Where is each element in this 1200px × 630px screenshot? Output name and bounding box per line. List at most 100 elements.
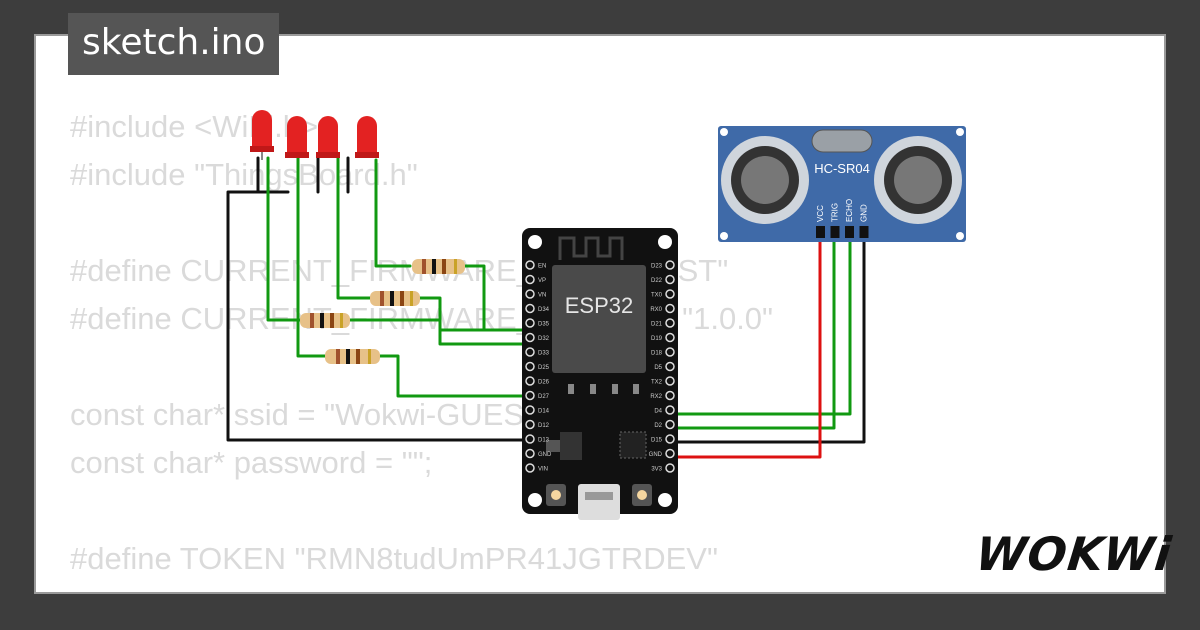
- sensor-pin-label: VCC: [816, 205, 825, 222]
- esp32-pin-label: TX2: [651, 380, 663, 386]
- sensor-label: HC-SR04: [814, 161, 870, 176]
- esp32-pin-label: D19: [651, 336, 663, 342]
- esp32-pin-label: D18: [651, 351, 663, 357]
- sensor-pin-header: VCC TRIG ECHO GND: [816, 199, 869, 238]
- led-1: [250, 110, 274, 160]
- esp32-pin[interactable]: [665, 289, 675, 299]
- esp32-pin[interactable]: [525, 419, 535, 430]
- esp32-pin-label: RX2: [650, 394, 662, 400]
- esp32-pin-label: GND: [649, 452, 663, 458]
- esp32-pin[interactable]: [525, 361, 535, 372]
- esp32-pin[interactable]: [525, 289, 535, 299]
- esp32-pin-label: TX0: [651, 293, 663, 299]
- esp32-pin-label: D22: [651, 278, 663, 284]
- esp32-pin[interactable]: [525, 405, 535, 415]
- esp32-pin[interactable]: [665, 318, 675, 328]
- sensor-pin-label: ECHO: [845, 199, 854, 222]
- esp32-pin[interactable]: [525, 318, 535, 328]
- led-array[interactable]: [250, 110, 379, 160]
- wire-led2: [296, 156, 327, 358]
- esp32-pin-label: D25: [538, 365, 550, 371]
- esp32-pin[interactable]: [525, 376, 535, 386]
- esp32-pin-label: GND: [538, 452, 552, 458]
- esp32-pin[interactable]: [665, 303, 675, 314]
- esp32-pin-label: D34: [538, 307, 550, 313]
- esp32-pin-label: D33: [538, 351, 550, 357]
- esp32-pin-label: D12: [538, 423, 550, 429]
- esp32-pin[interactable]: [525, 303, 535, 314]
- wire-vcc: [668, 234, 822, 459]
- esp32-pin[interactable]: [525, 260, 535, 270]
- wire-r4: [463, 264, 532, 332]
- esp32-pin[interactable]: [665, 390, 675, 401]
- code-line: #include "ThingsBoard.h": [70, 157, 418, 192]
- esp32-pin[interactable]: [525, 274, 535, 285]
- esp32-pin[interactable]: [525, 390, 535, 401]
- resistor-1: [300, 313, 350, 328]
- esp32-pin[interactable]: [665, 434, 675, 444]
- esp32-pin-label: D26: [538, 380, 550, 386]
- esp32-label: ESP32: [565, 293, 634, 318]
- resistors[interactable]: [300, 259, 465, 364]
- esp32-pin-label: D2: [654, 423, 662, 429]
- wire-led4: [374, 158, 412, 268]
- esp32-pin[interactable]: [665, 332, 675, 343]
- sensor-pin[interactable]: [830, 226, 840, 238]
- esp32-pin[interactable]: [665, 448, 675, 459]
- esp32-pin-label: D5: [654, 365, 662, 371]
- esp32-pin[interactable]: [665, 405, 675, 415]
- sensor-pin[interactable]: [859, 226, 869, 238]
- wire-led1: [266, 156, 302, 322]
- esp32-pin-label: D27: [538, 394, 550, 400]
- esp32-pin-label: D23: [651, 264, 663, 270]
- hc-sr04-sensor[interactable]: HC-SR04 VCC TRIG ECHO GND: [718, 126, 966, 242]
- esp32-pin[interactable]: [525, 463, 535, 473]
- code-line: #define TOKEN "RMN8tudUmPR41JGTRDEV": [70, 541, 718, 576]
- esp32-pin-label: D4: [654, 409, 662, 415]
- esp32-pin-label: D32: [538, 336, 550, 342]
- sensor-pin[interactable]: [845, 226, 854, 238]
- esp32-pin-label: D14: [538, 409, 550, 415]
- esp32-pin[interactable]: [525, 448, 535, 459]
- esp32-pin-label: D13: [538, 438, 550, 444]
- sensor-pin[interactable]: [816, 226, 825, 238]
- esp32-pin[interactable]: [525, 347, 535, 357]
- wire-r3: [418, 296, 532, 332]
- esp32-pin-label: EN: [538, 264, 546, 270]
- wire-r1: [348, 318, 532, 346]
- esp32-pin[interactable]: [665, 274, 675, 285]
- wire-r2: [378, 354, 532, 398]
- esp32-pin-label: VN: [538, 293, 546, 299]
- esp32-pin-label: D15: [651, 438, 663, 444]
- esp32-right-header: D23D22TX0RX0D21D19D18D5TX2RX2D4D2D15GND3…: [649, 260, 675, 473]
- sensor-pin-label: GND: [860, 204, 869, 222]
- esp32-pin-label: RX0: [650, 307, 662, 313]
- esp32-pin-label: D35: [538, 322, 550, 328]
- esp32-board[interactable]: ESP32 ENVPVND34D35D32D33D25D26D27D14D12D…: [522, 228, 678, 520]
- esp32-pin[interactable]: [525, 434, 535, 444]
- code-line: const char* password = "";: [70, 445, 433, 480]
- esp32-pin[interactable]: [665, 260, 675, 270]
- resistor-3: [370, 291, 420, 306]
- sensor-pin-label: TRIG: [831, 203, 840, 222]
- wire-trig: [668, 234, 852, 416]
- wire-led3: [336, 156, 372, 300]
- esp32-pin-label: D21: [651, 322, 663, 328]
- resistor-4: [412, 259, 465, 274]
- esp32-pin[interactable]: [665, 376, 675, 386]
- esp32-pin-label: VP: [538, 278, 546, 284]
- led-4: [355, 116, 379, 158]
- wokwi-logo: WOKWi: [973, 527, 1175, 581]
- led-2: [285, 116, 309, 158]
- esp32-pin[interactable]: [665, 361, 675, 372]
- esp32-pin[interactable]: [665, 463, 675, 473]
- resistor-2: [325, 349, 380, 364]
- esp32-pin[interactable]: [665, 419, 675, 430]
- esp32-pin-label: VIN: [538, 467, 548, 473]
- esp32-pin[interactable]: [665, 347, 675, 357]
- sketch-title: sketch.ino: [68, 13, 280, 75]
- esp32-pin[interactable]: [525, 332, 535, 343]
- code-line: #define THINGSBOARD_SERVER "thingsboard.…: [70, 586, 827, 592]
